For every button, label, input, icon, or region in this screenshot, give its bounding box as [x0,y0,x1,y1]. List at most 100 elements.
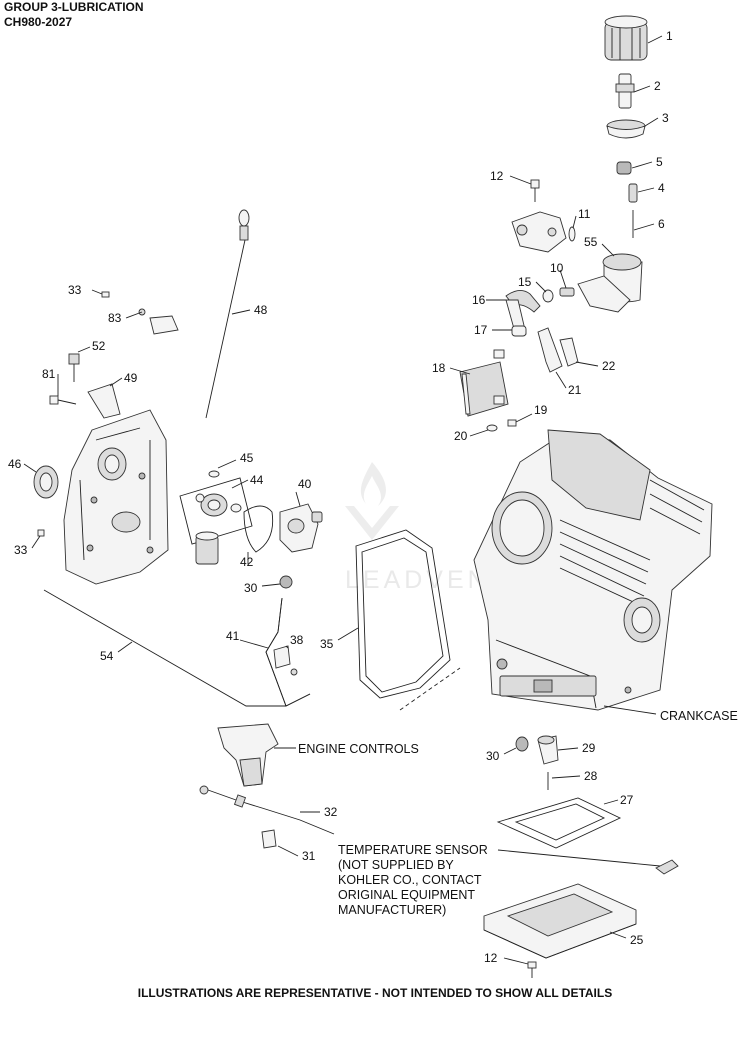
dipstick-48 [205,209,250,419]
pump-bushing [195,531,219,565]
clip-31 [261,829,277,849]
callout-15: 15 [518,275,532,289]
washer-20 [486,424,498,432]
clamp-15 [542,289,554,303]
gasket-35 [355,529,451,699]
oil-pump-housing [511,211,567,253]
callout-30-lower: 30 [486,749,500,763]
callout-1: 1 [666,29,673,43]
callout-5: 5 [656,155,663,169]
engine-controls-label: ENGINE CONTROLS [298,742,419,756]
temp-sensor-line-5: MANUFACTURER) [338,903,446,917]
callout-16: 16 [472,293,486,307]
bracket-49 [87,383,121,419]
seal-42 [243,505,274,553]
callout-33-lower: 33 [14,543,28,557]
callout-38: 38 [290,633,304,647]
callout-3: 3 [662,111,669,125]
oil-cooler-18 [459,349,509,417]
filter-adapter-ring [606,119,646,139]
o-ring-11 [568,226,576,242]
engine-controls-bracket [217,723,279,787]
callout-81: 81 [42,367,56,381]
clamp-17 [511,325,527,337]
callout-49: 49 [124,371,138,385]
callout-12-upper: 12 [490,169,504,183]
bolt-12-upper [530,179,540,202]
crankcase-label: CRANKCASE [660,709,738,723]
callout-21: 21 [568,383,582,397]
callout-31: 31 [302,849,316,863]
group-title: GROUP 3-LUBRICATION [4,0,144,14]
callout-27: 27 [620,793,634,807]
temperature-sensor-note: TEMPERATURE SENSOR (NOT SUPPLIED BY KOHL… [338,843,488,917]
callout-55: 55 [584,235,598,249]
tube-41 [265,597,311,707]
callout-10: 10 [550,261,564,275]
filter-nipple [615,73,635,109]
screw-19 [507,419,517,427]
callout-25: 25 [630,933,644,947]
bracket-83 [138,308,179,335]
oil-seal-46 [33,465,59,499]
page-header: GROUP 3-LUBRICATION CH980-2027 [4,0,144,30]
reference-line-54 [43,589,461,711]
callout-41: 41 [226,629,240,643]
callouts: 1 2 3 5 4 6 12 11 55 10 15 16 17 22 21 1… [8,29,673,965]
callout-30-upper: 30 [244,581,258,595]
fitting-10 [559,287,575,297]
closure-plate [63,409,169,585]
pump-kit-44 [179,477,253,545]
hose-22 [559,337,579,367]
footer-note: ILLUSTRATIONS ARE REPRESENTATIVE - NOT I… [137,986,613,1000]
callout-52: 52 [92,339,106,353]
screen-30-upper [279,575,293,589]
callout-2: 2 [654,79,661,93]
oil-filter [604,15,648,61]
crankcase-block [473,429,713,711]
callout-42: 42 [240,555,254,569]
plug-33-lower [37,529,45,537]
callout-20: 20 [454,429,468,443]
temp-sensor-line-2: (NOT SUPPLIED BY [338,858,454,872]
oil-filter-housing-55 [577,253,643,313]
callout-12-lower: 12 [484,951,498,965]
spring [616,161,632,175]
callout-22: 22 [602,359,616,373]
callout-29: 29 [582,741,596,755]
callout-48: 48 [254,303,268,317]
callout-19: 19 [534,403,548,417]
callout-44: 44 [250,473,264,487]
bolt-81 [49,395,77,405]
callout-11: 11 [578,207,591,221]
callout-28: 28 [584,769,598,783]
callout-54: 54 [100,649,114,663]
callout-45: 45 [240,451,254,465]
callout-83: 83 [108,311,122,325]
oil-pump-40 [279,503,323,553]
o-ring-45 [208,470,220,478]
hose-21 [537,327,563,373]
gasket-27 [496,797,622,849]
wire-harness-32 [199,785,335,835]
callout-6: 6 [658,217,665,231]
callout-17: 17 [474,323,488,337]
plug-33-upper [101,291,110,298]
temp-sensor-line-3: KOHLER CO., CONTACT [338,873,482,887]
callout-35: 35 [320,637,334,651]
callout-18: 18 [432,361,446,375]
bracket-38 [273,645,298,676]
callout-40: 40 [298,477,312,491]
callout-32: 32 [324,805,338,819]
oil-pan-25 [483,883,637,959]
model-number: CH980-2027 [4,15,73,29]
pickup-29 [537,735,559,765]
callout-4: 4 [658,181,665,195]
callout-46: 46 [8,457,22,471]
temperature-sensor [655,859,679,875]
bolt-12-lower [527,961,537,978]
relief-valve-piston [628,183,638,203]
screen-30-lower [515,736,529,752]
temp-sensor-line-4: ORIGINAL EQUIPMENT [338,888,475,902]
